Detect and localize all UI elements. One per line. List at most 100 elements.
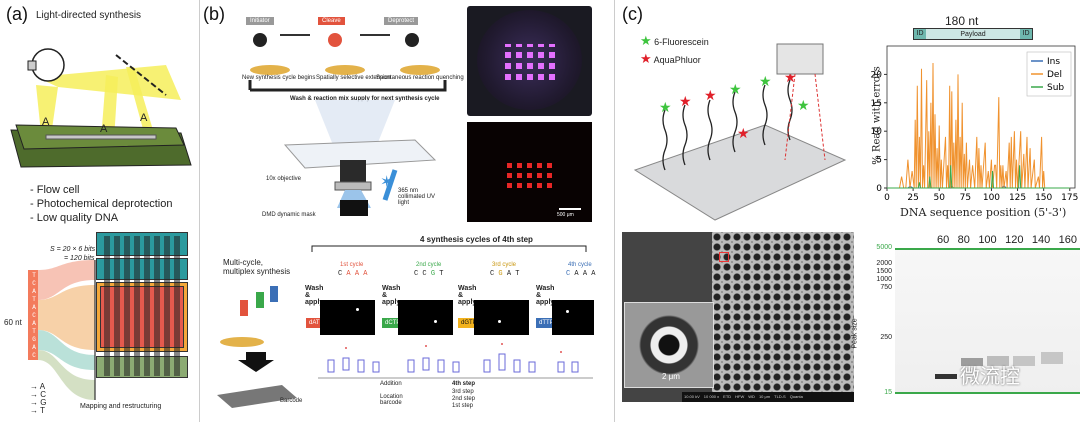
wash-group-2: Wash&apply (382, 285, 401, 306)
step-tag-initiator: Initiator (246, 17, 274, 25)
x-tick-label: 0 (884, 193, 890, 203)
encoding-legend: → A → C → G → T (30, 382, 47, 415)
deprotect-mark-3: A (140, 112, 148, 124)
gel-band-5 (1041, 352, 1063, 364)
svg-text:★: ★ (679, 93, 692, 109)
cycle-label-4: 4th cycle (568, 262, 592, 268)
panel-c-label: (c) (622, 4, 643, 24)
legend-fluorescein: ★ 6-Fluorescein (640, 33, 709, 48)
y-tick-label: 5 (876, 156, 882, 166)
gel-band-1 (935, 374, 957, 379)
nucleotide-arrow-dgtp: dGTP (458, 318, 480, 328)
red-fluorescence-image: 500 μm (467, 122, 592, 222)
wash-group-1: Wash&apply (305, 285, 324, 306)
dmd-frame-3 (474, 300, 529, 335)
bits-formula: S = 20 × 6 bits = 120 bits (50, 246, 96, 262)
dmd-frame-4 (552, 300, 594, 335)
series-line-sub (887, 165, 1070, 189)
divider-b-c (614, 0, 615, 422)
table-step-3: 3rd step (452, 389, 474, 395)
x-tick-label: 175 (1061, 193, 1078, 203)
purple-fluorescence-image (467, 6, 592, 116)
step-tag-cleave: Cleave (318, 17, 345, 25)
table-step-1: 1st step (452, 403, 474, 409)
chart-xlabel: DNA sequence position (5'-3') (900, 206, 1067, 219)
strand-surface-illustration: ★★ ★★ ★★ ★★ (633, 43, 847, 221)
barcode-caption: Barcode (280, 398, 303, 404)
svg-text:★: ★ (737, 125, 750, 141)
green-star-icon: ★ (640, 33, 652, 48)
nucleotide-arrow-dttp: dTTP (536, 318, 557, 328)
x-tick-label: 125 (1009, 193, 1026, 203)
caption-new-cycle: New synthesis cycle begins (242, 75, 316, 81)
wash-supply-label: Wash & reaction mix supply for next synt… (290, 96, 440, 102)
payload-bar: ID Payload ID (913, 28, 1033, 40)
sem-scale-label: 2 μm (662, 372, 680, 381)
divider-a-b (199, 0, 200, 422)
payload-id-right: ID (1020, 29, 1032, 39)
chart-ylabel: % Read with errors (871, 66, 883, 165)
red-star-icon: ★ (640, 51, 652, 66)
mapping-label: Mapping and restructuring (80, 403, 162, 410)
watermark-text: 微流控 (960, 366, 1020, 388)
deprotect-mark-2: A (100, 123, 108, 135)
seq-col-3: C G A T (490, 270, 520, 278)
svg-text:★: ★ (759, 73, 772, 89)
step-tag-deprotect: Deprotect (384, 17, 419, 25)
dmd-frame-2 (398, 300, 453, 335)
multiplex-schematic (217, 286, 297, 408)
nucleotide-arrow-datp: dATP (306, 318, 327, 328)
payload-middle: Payload (960, 30, 986, 38)
payload-length-label: 180 nt (945, 14, 979, 28)
legend-label-del: Del (1047, 70, 1062, 80)
legend-label-sub: Sub (1047, 83, 1064, 93)
light-bulb-illustration (10, 48, 192, 168)
mapping-flow-diagram (28, 260, 96, 400)
cycle-label-3: 3rd cycle (492, 262, 517, 268)
svg-text:★: ★ (659, 99, 672, 115)
length-label-60nt: 60 nt (4, 318, 22, 327)
x-tick-label: 100 (983, 193, 1000, 203)
objective-label: 10x objective (266, 176, 302, 182)
length-boxplots (318, 343, 593, 379)
cycle-label-1: 1st cycle (340, 262, 364, 268)
caption-quenching: Spontaneous reaction quenching (376, 75, 464, 81)
svg-text:★: ★ (797, 97, 810, 113)
seq-col-2: C C G T (414, 270, 444, 278)
table-row-addition: Addition (380, 381, 402, 387)
sequence-column: T C A T A C A T G A C (32, 272, 36, 359)
y-tick-label: 10 (871, 127, 883, 137)
gel-band-4 (1013, 356, 1035, 366)
cycles-bracket (311, 245, 587, 252)
legend-aquaphluor: ★ AquaPhluor (640, 51, 701, 66)
panel-a-label: (a) (6, 4, 28, 24)
uv-star-icon: ✶ (380, 174, 394, 191)
caption-selective-extension: Spatially selective extension (316, 75, 392, 81)
wash-group-3: Wash&apply (458, 285, 477, 306)
wash-group-4: Wash&apply (536, 285, 555, 306)
panel-b-label: (b) (203, 4, 225, 24)
gel-axis-label: Peak size (851, 318, 859, 349)
bullet-flow-cell: - Flow cell (30, 184, 80, 196)
table-step-2: 2nd step (452, 396, 476, 402)
svg-text:★: ★ (729, 81, 742, 97)
payload-id-left: ID (914, 29, 926, 39)
legend-label-ins: Ins (1047, 57, 1060, 67)
cycles-title: 4 synthesis cycles of 4th step (420, 235, 533, 244)
dmd-frame-1 (320, 300, 375, 335)
gel-image (895, 248, 1080, 394)
cycle-label-2: 2nd cycle (416, 262, 442, 268)
panel-a-bullets: - Flow cell - Photochemical deprotection… (30, 183, 172, 225)
barcode-pattern (104, 236, 180, 376)
panel-a-title: Light-directed synthesis (36, 10, 142, 21)
synthesis-cycle-schematic (248, 33, 447, 92)
microscope-setup (283, 100, 437, 216)
x-tick-label: 25 (907, 193, 918, 203)
y-tick-label: 0 (876, 184, 882, 194)
multicycle-title: Multi-cycle, multiplex synthesis (223, 258, 291, 276)
x-tick-label: 75 (960, 193, 971, 203)
deprotect-mark-1: A (42, 116, 50, 128)
table-header-4th: 4th step (452, 381, 476, 387)
